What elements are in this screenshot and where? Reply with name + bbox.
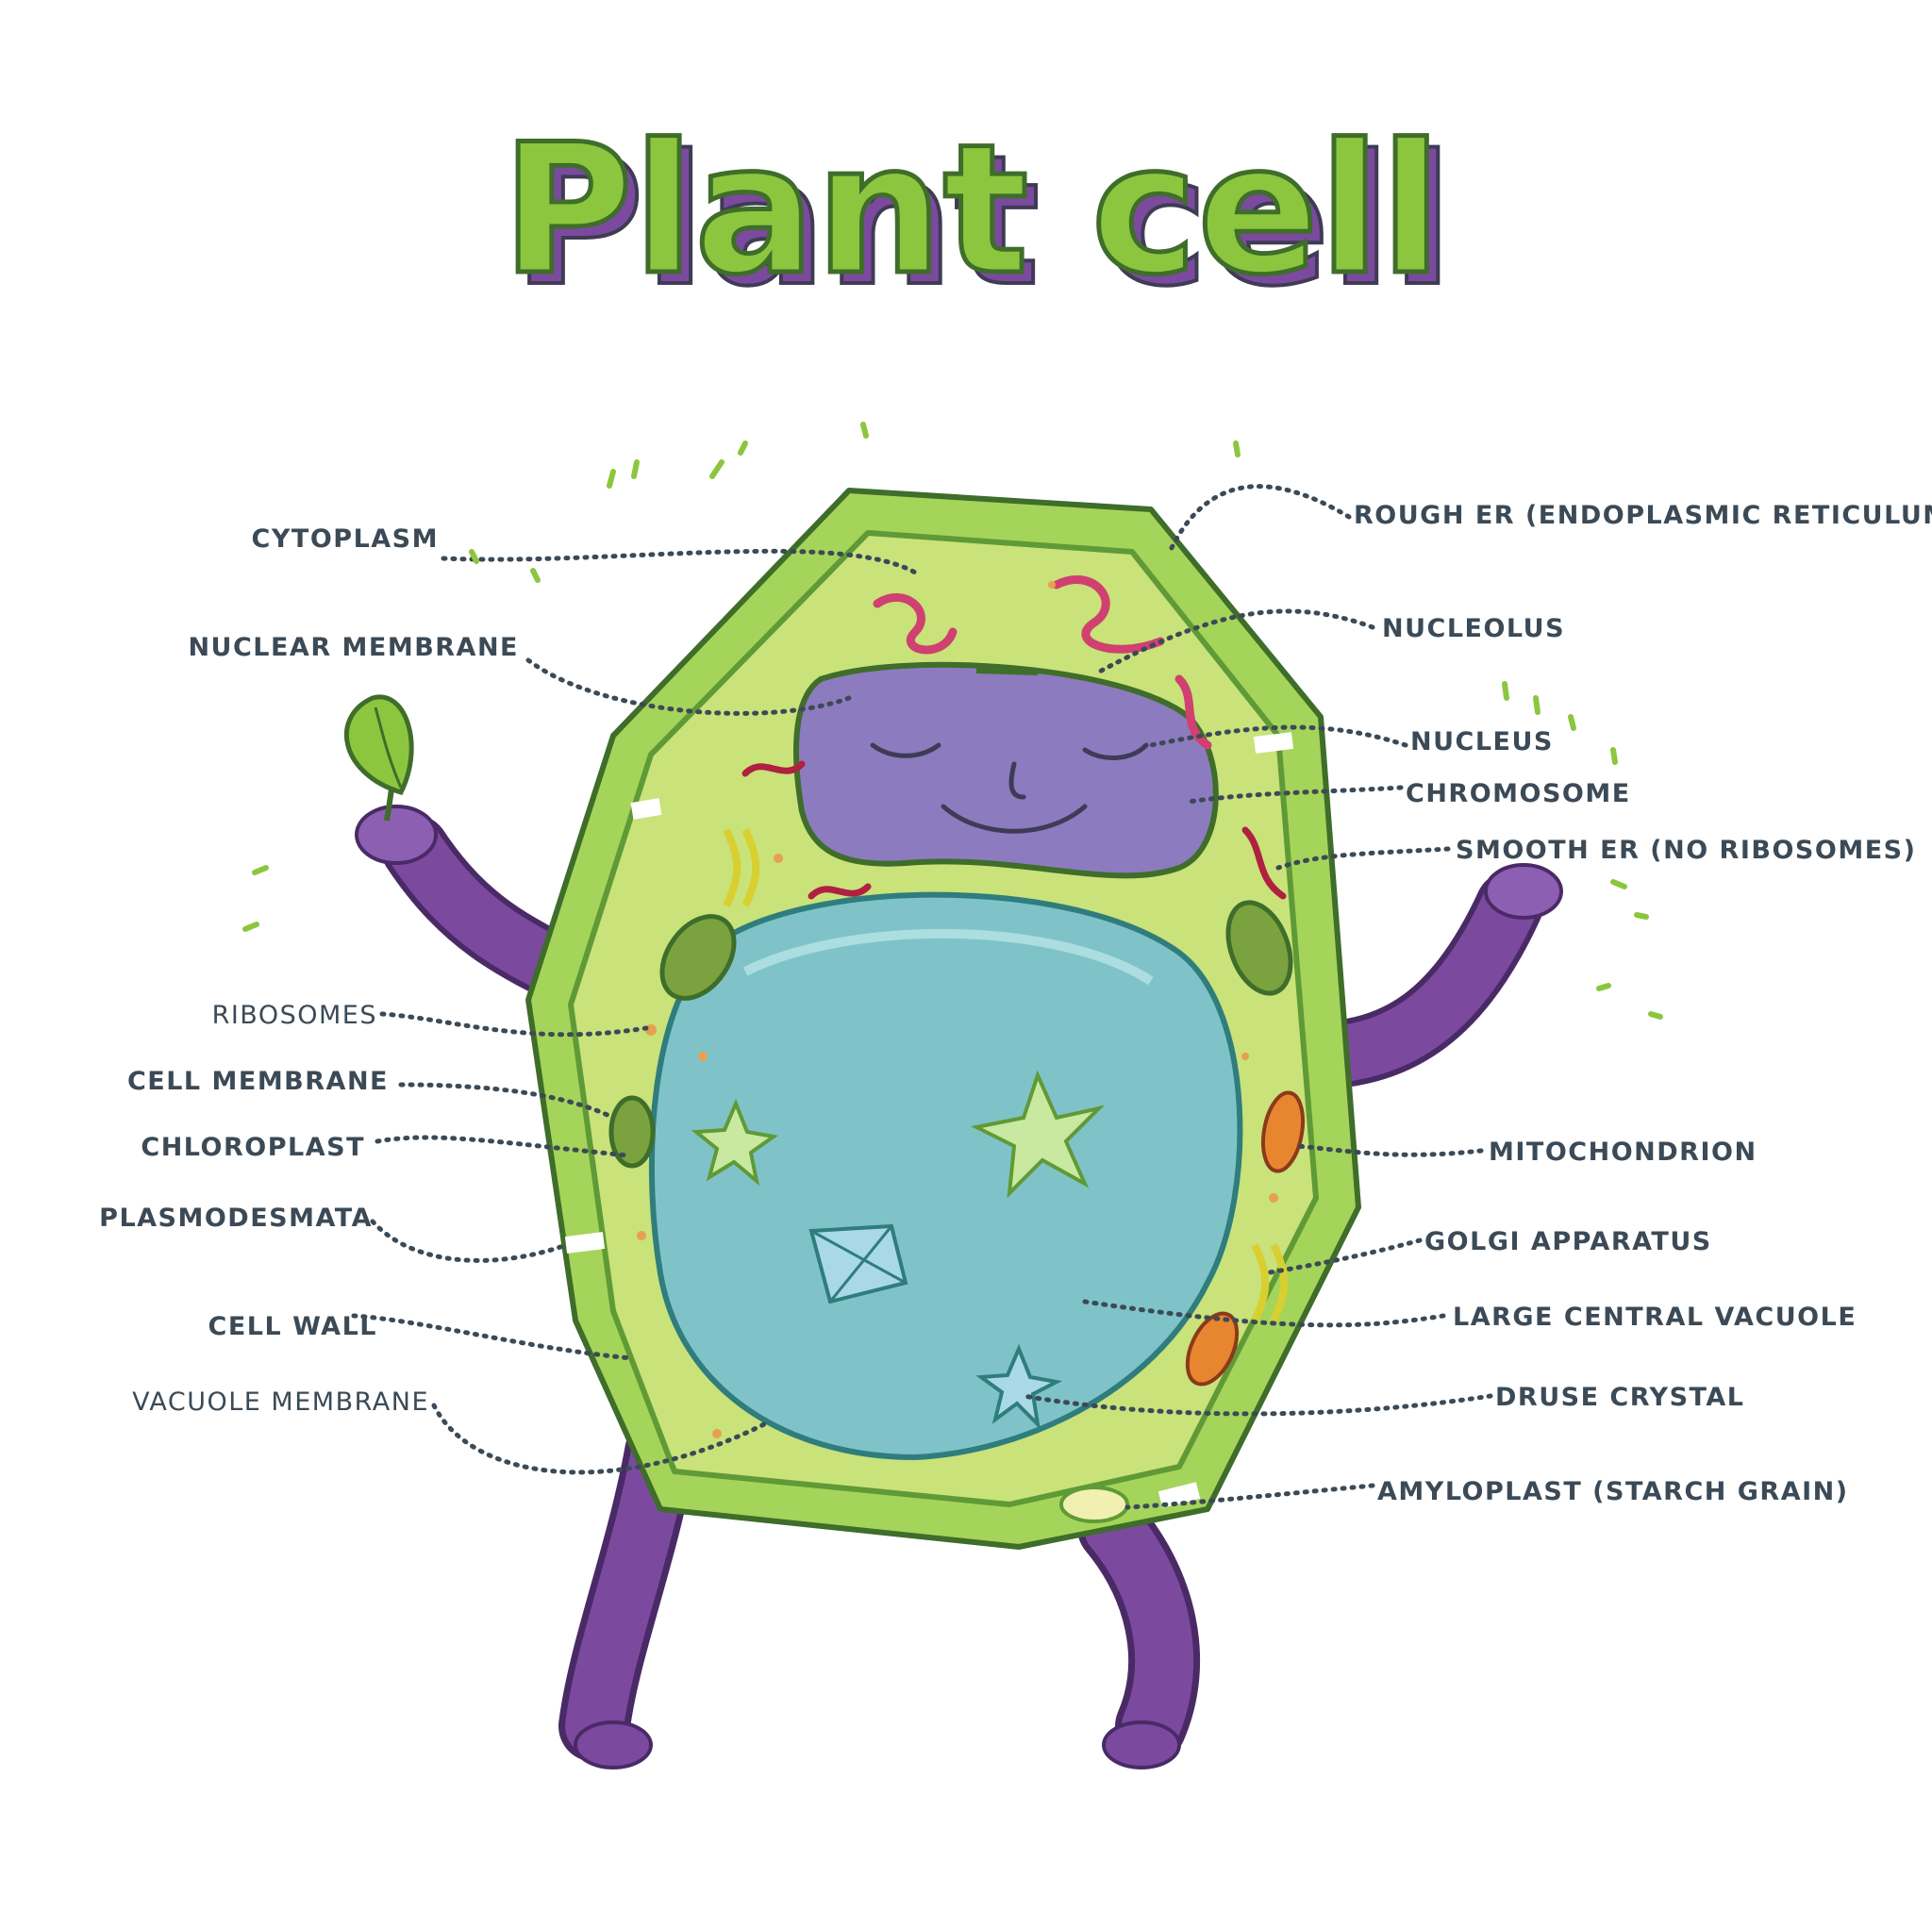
label-mitochondrion: MITOCHONDRION <box>1489 1138 1757 1167</box>
label-chloroplast: CHLOROPLAST <box>141 1133 365 1162</box>
label-amyloplast: AMYLOPLAST (STARCH GRAIN) <box>1377 1477 1849 1506</box>
vacuole-shape <box>648 891 1243 1461</box>
rough-er <box>873 575 1212 750</box>
druse-crystal-shape <box>975 1343 1063 1430</box>
label-large-central-vacuole: LARGE CENTRAL VACUOLE <box>1453 1303 1857 1332</box>
label-nucleus: NUCLEUS <box>1410 727 1554 756</box>
left-foot <box>574 1720 653 1769</box>
amyloplast-shape <box>1059 1486 1129 1523</box>
right-hand <box>1484 863 1563 920</box>
chloroplasts <box>608 900 1293 1169</box>
svg-text:Plant cell: Plant cell <box>513 117 1454 325</box>
left-hand <box>355 805 438 865</box>
svg-text:Plant cell: Plant cell <box>502 106 1442 314</box>
right-foot <box>1102 1720 1181 1769</box>
label-ribosomes: RIBOSOMES <box>212 1001 377 1030</box>
label-cytoplasm: CYTOPLASM <box>252 524 439 554</box>
leader-lines <box>351 484 1493 1510</box>
title: Plant cell Plant cell <box>499 104 1455 328</box>
nucleus-shape <box>793 661 1219 879</box>
label-nuclear-membrane: NUCLEAR MEMBRANE <box>188 633 519 662</box>
label-vacuole-membrane: VACUOLE MEMBRANE <box>132 1387 429 1417</box>
labels: CYTOPLASM NUCLEAR MEMBRANE RIBOSOMES CEL… <box>99 501 1932 1506</box>
label-smooth-er: SMOOTH ER (NO RIBOSOMES) <box>1456 836 1916 865</box>
label-cell-wall: CELL WALL <box>208 1312 377 1341</box>
label-cell-membrane: CELL MEMBRANE <box>127 1067 389 1096</box>
label-chromosome: CHROMOSOME <box>1406 779 1631 808</box>
cell-face <box>870 742 1149 834</box>
cell <box>525 488 1361 1550</box>
label-druse-crystal: DRUSE CRYSTAL <box>1495 1383 1744 1412</box>
leaf-icon <box>343 694 414 822</box>
mitochondria <box>1185 1090 1306 1387</box>
label-plasmodesmata: PLASMODESMATA <box>99 1204 373 1233</box>
smooth-er <box>741 760 1287 900</box>
golgi <box>723 828 1289 1322</box>
label-rough-er: ROUGH ER (ENDOPLASMIC RETICULUM) <box>1354 501 1932 530</box>
label-golgi-apparatus: GOLGI APPARATUS <box>1424 1227 1712 1256</box>
sparkles <box>242 422 1663 1020</box>
ribosome-dots <box>637 581 1278 1438</box>
label-nucleolus: NUCLEOLUS <box>1382 614 1565 643</box>
